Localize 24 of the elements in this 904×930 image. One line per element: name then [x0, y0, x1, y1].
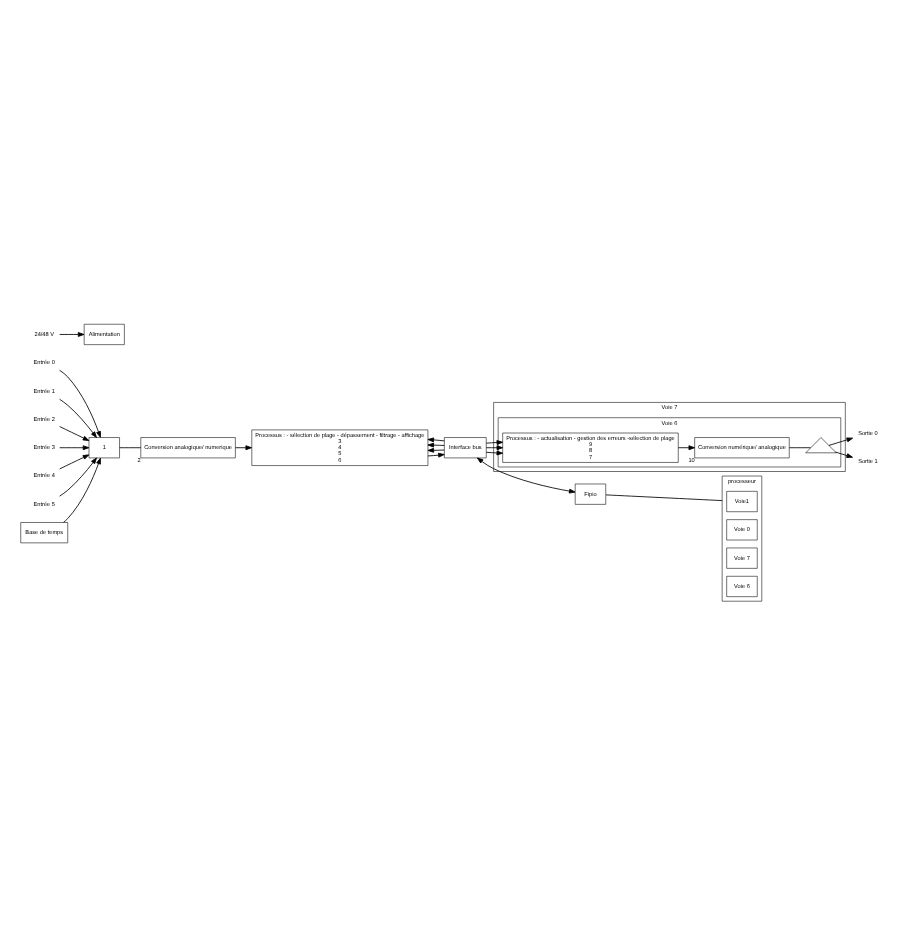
arrow	[835, 451, 853, 458]
arrow	[59, 398, 97, 438]
arrow	[59, 445, 90, 451]
arrow	[828, 437, 854, 446]
arrow	[59, 454, 90, 470]
arrow	[427, 447, 445, 453]
connector	[119, 447, 142, 449]
arrow	[485, 445, 504, 451]
arrow	[63, 457, 101, 523]
arrow	[485, 450, 504, 456]
connector	[788, 447, 811, 449]
arrow	[677, 445, 696, 451]
arrow	[59, 369, 101, 438]
arrow	[59, 332, 85, 337]
arrow	[427, 442, 445, 448]
arrow	[427, 437, 445, 443]
arrow	[476, 457, 576, 494]
arrow	[59, 426, 90, 441]
arrow	[235, 445, 252, 451]
connector	[605, 494, 723, 501]
arrow	[427, 452, 445, 458]
node-triangle	[805, 437, 837, 454]
arrow	[59, 457, 97, 497]
arrow	[485, 440, 504, 445]
